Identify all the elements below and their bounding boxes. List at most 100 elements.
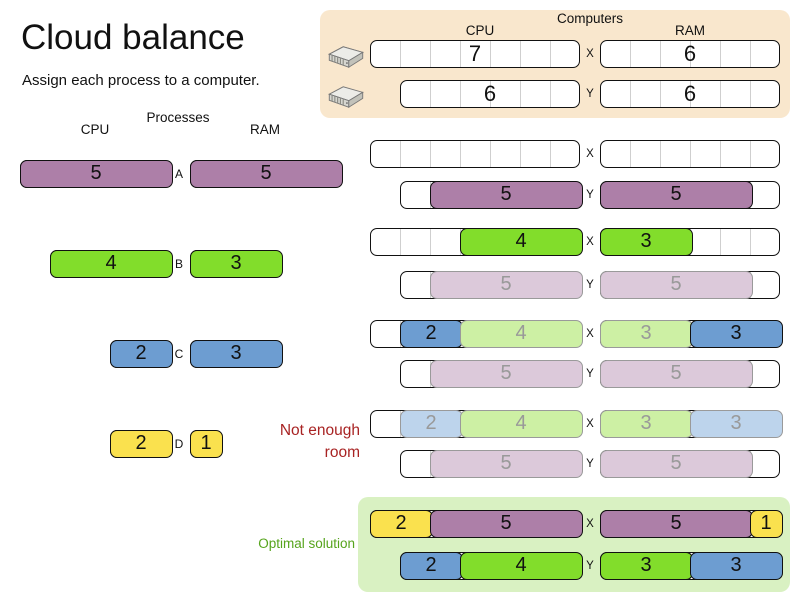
step1-row-x-label: X <box>586 148 594 160</box>
bar-segment-blue-faded: 3 <box>689 409 783 438</box>
bar-segment-green: 3 <box>599 551 693 580</box>
bar-segment-blue: 3 <box>689 319 783 348</box>
bar-segment-purple: 5 <box>19 159 173 188</box>
bar-segment-yellow: 1 <box>189 429 223 458</box>
capacity-value: 6 <box>683 41 697 66</box>
step4-computer-y-cpu-bar: 5 <box>400 449 583 478</box>
optimal-solution-annotation: Optimal solution <box>258 536 355 551</box>
process-c-ram-bar: 3 <box>189 339 283 368</box>
bar-cell-divider <box>399 141 401 167</box>
bar-segment-green: 4 <box>459 227 583 256</box>
process-a-cpu-bar: 5 <box>19 159 173 188</box>
process-d-label: D <box>174 437 184 451</box>
bar-cell-divider <box>519 81 521 107</box>
bar-cell-divider <box>399 229 401 255</box>
bar-segment-yellow: 1 <box>749 509 783 538</box>
bar-segment-purple: 5 <box>429 180 583 209</box>
step4-row-x-label: X <box>586 418 594 430</box>
capacity-value: 6 <box>483 81 497 106</box>
processes-ram-column-label: RAM <box>250 122 280 137</box>
bar-cell-divider <box>629 141 631 167</box>
computer-y-label: Y <box>586 88 594 100</box>
bar-segment-green-faded: 3 <box>599 319 693 348</box>
bar-cell-divider <box>429 41 431 67</box>
step3-row-y-label: Y <box>586 368 594 380</box>
page-subtitle: Assign each process to a computer. <box>22 72 260 89</box>
bar-segment-green: 3 <box>189 249 283 278</box>
bar-cell-divider <box>489 81 491 107</box>
bar-cell-divider <box>629 81 631 107</box>
bar-cell-divider <box>429 141 431 167</box>
not-enough-room-annotation: Not enough room <box>230 420 360 464</box>
computers-ram-column-label: RAM <box>675 23 705 38</box>
bar-segment-purple-faded: 5 <box>429 449 583 478</box>
bar-cell-divider <box>459 81 461 107</box>
computer-y-ram-capacity-bar: 6 <box>600 80 780 108</box>
bar-segment-blue: 2 <box>109 339 173 368</box>
bar-segment-purple: 5 <box>599 180 753 209</box>
bar-segment-yellow: 2 <box>109 429 173 458</box>
optimal-row-x-label: X <box>586 518 594 530</box>
bar-segment-green-faded: 4 <box>459 319 583 348</box>
bar-cell-divider <box>659 81 661 107</box>
bar-cell-divider <box>519 41 521 67</box>
bar-segment-green: 3 <box>599 227 693 256</box>
bar-cell-divider <box>459 41 461 67</box>
page-title: Cloud balance <box>21 18 245 57</box>
optimal-row-y-label: Y <box>586 560 594 572</box>
bar-cell-divider <box>549 81 551 107</box>
computer-icon <box>328 86 364 109</box>
bar-segment-blue-faded: 2 <box>399 409 463 438</box>
step3-computer-y-ram-bar: 5 <box>599 359 780 388</box>
bar-segment-purple-faded: 5 <box>429 270 583 299</box>
bar-segment-green: 4 <box>49 249 173 278</box>
process-b-label: B <box>174 257 183 271</box>
bar-segment-blue: 3 <box>689 551 783 580</box>
step1-computer-y-cpu-bar: 5 <box>400 180 583 209</box>
computer-x-cpu-capacity-bar: 7 <box>370 40 580 68</box>
bar-cell-divider <box>429 81 431 107</box>
bar-cell-divider <box>489 41 491 67</box>
bar-segment-blue: 2 <box>399 551 463 580</box>
capacity-value: 7 <box>468 41 482 66</box>
computer-x-ram-capacity-bar: 6 <box>600 40 780 68</box>
step3-computer-y-cpu-bar: 5 <box>400 359 583 388</box>
process-d-cpu-bar: 2 <box>109 429 173 458</box>
step2-computer-x-ram-bar: 3 <box>599 227 780 256</box>
bar-cell-divider <box>749 229 751 255</box>
step2-row-x-label: X <box>586 236 594 248</box>
bar-cell-divider <box>749 141 751 167</box>
step1-computer-y-ram-bar: 5 <box>599 180 780 209</box>
bar-segment-blue: 3 <box>189 339 283 368</box>
process-c-label: C <box>174 347 184 361</box>
bar-cell-divider <box>719 81 721 107</box>
bar-cell-divider <box>629 41 631 67</box>
bar-segment-purple-faded: 5 <box>599 449 753 478</box>
bar-segment-green-faded: 4 <box>459 409 583 438</box>
bar-cell-divider <box>749 81 751 107</box>
bar-cell-divider <box>459 141 461 167</box>
bar-segment-purple: 5 <box>429 509 583 538</box>
process-d-ram-bar: 1 <box>189 429 223 458</box>
step4-computer-y-ram-bar: 5 <box>599 449 780 478</box>
bar-segment-purple: 5 <box>599 509 753 538</box>
computers-heading: Computers <box>556 11 624 26</box>
step3-row-x-label: X <box>586 328 594 340</box>
step4-row-y-label: Y <box>586 458 594 470</box>
process-a-label: A <box>174 167 183 181</box>
bar-cell-divider <box>719 141 721 167</box>
process-b-cpu-bar: 4 <box>49 249 173 278</box>
bar-segment-yellow: 2 <box>369 509 433 538</box>
process-a-ram-bar: 5 <box>189 159 343 188</box>
step2-computer-y-cpu-bar: 5 <box>400 270 583 299</box>
computer-x-label: X <box>586 48 594 60</box>
bar-cell-divider <box>719 41 721 67</box>
step1-computer-x-cpu-bar <box>370 140 580 168</box>
not-enough-room-line2: room <box>324 444 360 461</box>
